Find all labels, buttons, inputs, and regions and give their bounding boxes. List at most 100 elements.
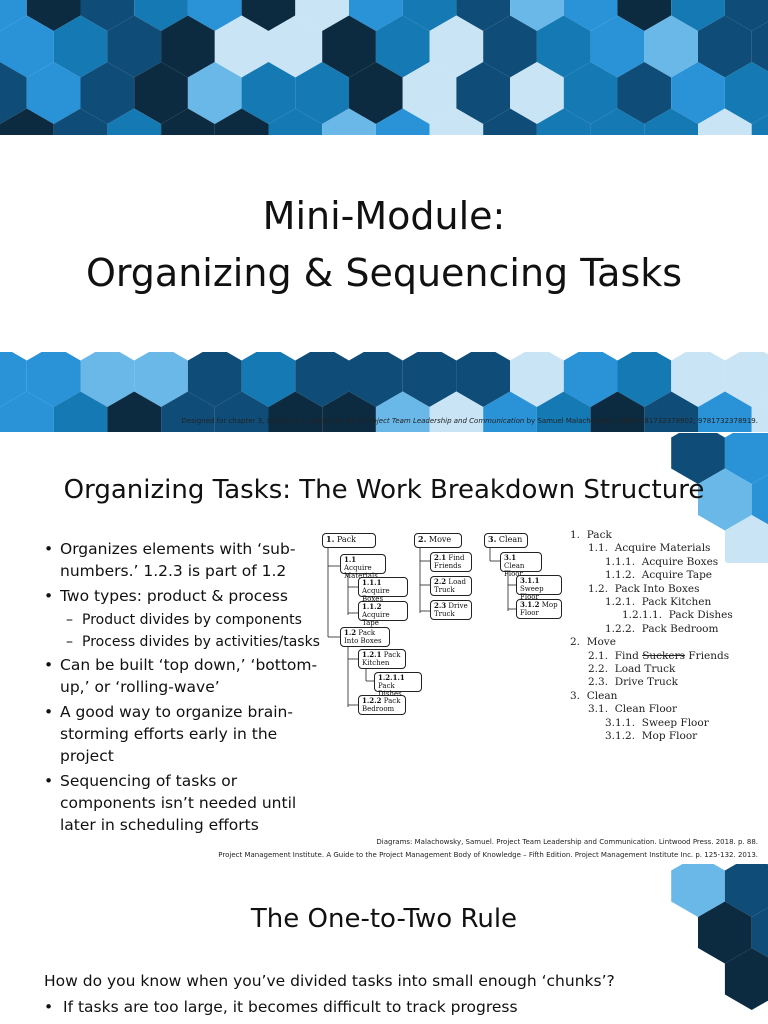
hexagon-tile <box>80 62 135 124</box>
hexagon-tile <box>134 62 188 124</box>
hexagon-tile <box>214 391 269 432</box>
hexagon-tile <box>563 62 618 124</box>
wbs-box-find-friends: 2.1 Find Friends <box>430 552 472 572</box>
hexagon-tile <box>322 15 376 78</box>
hexagon-tile <box>107 108 162 135</box>
reference-1: Diagrams: Malachowsky, Samuel. Project T… <box>376 838 758 846</box>
hexagon-tile <box>0 15 54 78</box>
bullet-text: If tasks are too large, it becomes diffi… <box>63 998 518 1016</box>
outline-item: 2.3. Drive Truck <box>588 676 679 689</box>
credit-suffix: by Samuel Malachowsky, ISBN 978173237890… <box>524 417 758 425</box>
hexagon-tile <box>402 352 457 407</box>
hexagon-tile <box>107 15 162 78</box>
hexagon-tile <box>322 391 376 432</box>
hexagon-tile <box>644 108 698 135</box>
wbs-box-sweep-floor: 3.1.1 Sweep Floor <box>516 575 562 601</box>
hexagon-tile <box>671 864 725 917</box>
bullet-item: Can be built ‘top down,’ ‘bottom-up,’ or… <box>42 654 332 698</box>
outline-item: 3.1. Clean Floor <box>588 703 678 716</box>
wbs-box-acquire-tape: 1.1.2 Acquire Tape <box>358 601 408 627</box>
sub-bullet-item: Product divides by components <box>42 610 332 630</box>
hexagon-tile <box>617 352 672 407</box>
hexagon-tile <box>214 15 269 78</box>
hexagon-tile <box>536 108 591 135</box>
hexagon-tile <box>483 108 537 135</box>
hexagon-tile <box>751 907 768 958</box>
slide-title-line2: Organizing & Sequencing Tasks <box>85 251 683 295</box>
slide-title: The One-to-Two Rule <box>250 904 518 934</box>
reference-2: Project Management Institute. A Guide to… <box>218 851 758 859</box>
credit-prefix: Designed for chapter 3, section 3.3, pag… <box>181 417 366 425</box>
hexagon-tile <box>26 0 81 31</box>
hexagon-tile <box>724 352 768 407</box>
hexagon-tile <box>375 15 430 78</box>
outline-item: 3. Clean <box>570 689 618 702</box>
hexagon-tile <box>724 515 768 563</box>
hexagon-tile <box>617 0 672 31</box>
wbs-box-load-truck: 2.2 Load Truck <box>430 576 472 596</box>
wbs-box-pack: 1. Pack <box>322 533 376 548</box>
hexagon-tile <box>590 391 645 432</box>
hexagon-tile <box>456 352 511 407</box>
wbs-box-pack-dishes: 1.2.1.1 Pack Dishes <box>374 672 422 698</box>
hexagon-tile <box>563 0 618 31</box>
hexagon-tile <box>187 0 242 31</box>
hexagon-tile <box>161 108 215 135</box>
outline-item: 2. Move <box>570 636 616 649</box>
hexagon-tile <box>241 62 296 124</box>
hexagon-tile <box>724 433 768 484</box>
wbs-box-clean: 3. Clean <box>484 533 528 548</box>
hexagon-tile <box>349 352 403 407</box>
hexagon-tile <box>295 62 349 124</box>
outline-item: 1.1.2. Acquire Tape <box>605 569 713 582</box>
title-slide: Mini-Module: Organizing & Sequencing Tas… <box>0 0 768 432</box>
hexagon-tile <box>671 62 725 124</box>
hexagon-tile <box>590 15 645 78</box>
hexagon-tile <box>161 15 215 78</box>
hexagon-tile <box>536 15 591 78</box>
bullet-item: • If tasks are too large, it becomes dif… <box>44 998 518 1016</box>
hexagon-tile <box>80 352 135 407</box>
hexagon-tile <box>295 352 349 407</box>
hexagon-tile <box>0 391 54 432</box>
hexagon-pattern-top <box>0 0 768 135</box>
hexagon-tile <box>698 468 752 531</box>
bullet-item: Two types: product & process <box>42 585 332 607</box>
hexagon-tile <box>161 391 215 432</box>
hexagon-tile <box>617 62 672 124</box>
hexagon-tile <box>0 108 54 135</box>
hexagon-tile <box>698 15 752 78</box>
wbs-box-acquire-boxes: 1.1.1 Acquire Boxes <box>358 577 408 603</box>
wbs-box-clean-floor: 3.1 Clean Floor <box>500 552 542 578</box>
bullet-item: A good way to organize brain-storming ef… <box>42 701 332 767</box>
slide-title-line1: Mini-Module: <box>262 194 506 238</box>
hexagon-tile <box>724 62 768 124</box>
hexagon-tile <box>214 108 269 135</box>
hexagon-tile <box>644 15 698 78</box>
hexagon-tile <box>53 391 108 432</box>
outline-item: 1.2.2. Pack Bedroom <box>605 622 719 635</box>
hexagon-tile <box>241 352 296 407</box>
outline-item: 2.2. Load Truck <box>588 663 676 676</box>
bullet-list: Organizes elements with ‘sub-numbers.’ 1… <box>42 538 332 839</box>
hexagon-tile <box>80 0 135 31</box>
hexagon-tile <box>187 352 242 407</box>
outline-item: 1.1.1. Acquire Boxes <box>605 555 719 568</box>
hexagon-tile <box>268 108 323 135</box>
hexagon-tile <box>0 62 27 124</box>
hexagon-tile <box>456 0 511 31</box>
hexagon-pattern-corner <box>671 433 768 563</box>
hexagon-tile <box>456 62 511 124</box>
hexagon-tile <box>563 352 618 407</box>
outline-item: 1. Pack <box>570 529 612 541</box>
hexagon-tile <box>268 15 323 78</box>
hexagon-tile <box>53 15 108 78</box>
hexagon-tile <box>698 901 752 964</box>
hexagon-tile <box>26 352 81 407</box>
credit-line: Designed for chapter 3, section 3.3, pag… <box>181 417 758 425</box>
hexagon-tile <box>751 474 768 525</box>
wbs-box-mop-floor: 3.1.2 Mop Floor <box>516 599 562 619</box>
hexagon-tile <box>671 352 725 407</box>
wbs-slide: Organizing Tasks: The Work Breakdown Str… <box>0 433 768 863</box>
